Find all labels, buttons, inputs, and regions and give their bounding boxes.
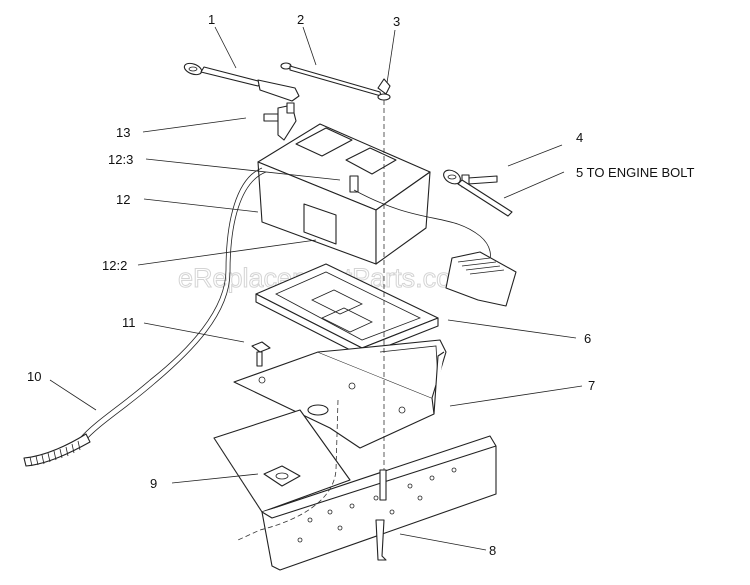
- callout-1: 1: [208, 12, 215, 27]
- part-3-wing-nut[interactable]: [377, 78, 391, 101]
- part-8-frame-rail[interactable]: [261, 435, 497, 571]
- part-4-bolt[interactable]: [461, 174, 498, 188]
- leader-lines: [49, 26, 583, 551]
- callout-2: 2: [297, 12, 304, 27]
- part-12-battery[interactable]: [257, 123, 431, 265]
- part-11-screw[interactable]: [251, 341, 271, 367]
- callout-12-3: 12:3: [108, 152, 133, 167]
- callout-4: 4: [576, 130, 583, 145]
- callout-12-2: 12:2: [102, 258, 127, 273]
- part-1-battery-cable[interactable]: [183, 61, 300, 102]
- cable-hidden-line: [237, 399, 339, 541]
- callout-11: 11: [122, 315, 136, 330]
- part-13-terminal-bolt[interactable]: [263, 102, 297, 141]
- callout-3: 3: [393, 14, 400, 29]
- callout-7: 7: [588, 378, 595, 393]
- part-2-hold-down-rod[interactable]: [280, 62, 382, 97]
- part-10-wire-loom[interactable]: [23, 433, 91, 467]
- part-5-ground-strap[interactable]: [441, 167, 513, 217]
- callout-9: 9: [150, 476, 157, 491]
- callout-12: 12: [116, 192, 130, 207]
- part-12-3-positive-cable[interactable]: [353, 189, 517, 307]
- callout-13: 13: [116, 125, 130, 140]
- callout-6: 6: [584, 331, 591, 346]
- callout-10: 10: [27, 369, 41, 384]
- callout-5: 5 TO ENGINE BOLT: [576, 165, 695, 180]
- callout-8: 8: [489, 543, 496, 558]
- part-9-plate[interactable]: [213, 409, 351, 513]
- part-11-cable[interactable]: [79, 167, 267, 443]
- plate-hidden-line: [213, 437, 263, 513]
